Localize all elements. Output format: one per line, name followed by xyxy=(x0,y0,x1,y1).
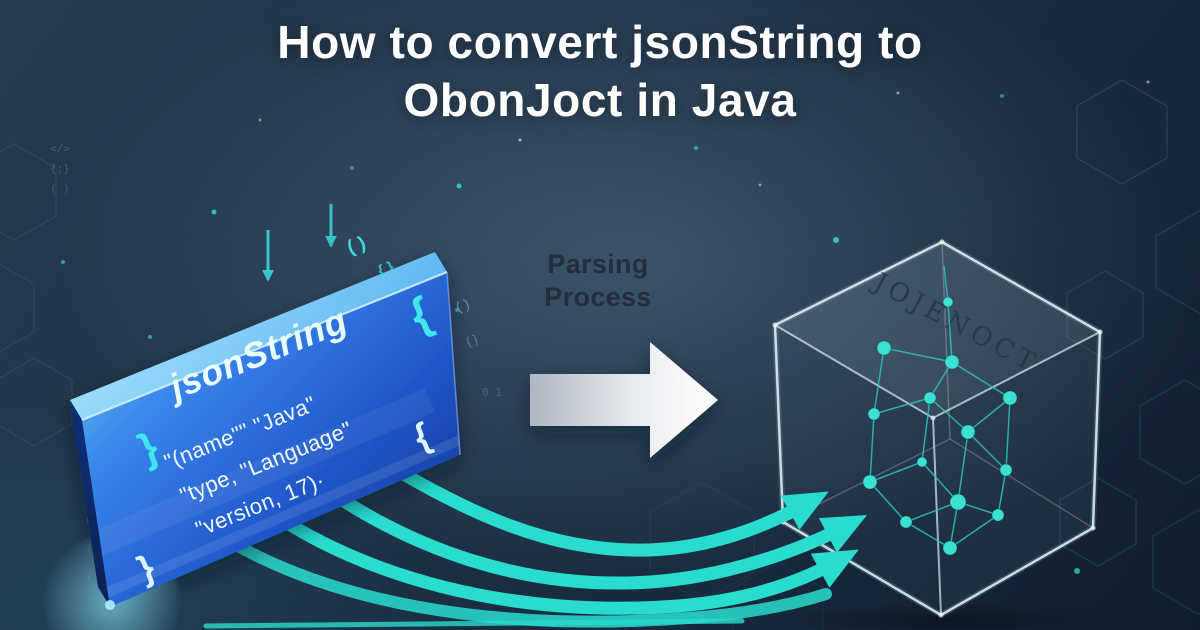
graph-node xyxy=(944,354,960,370)
bg-glyph: 0 1 xyxy=(482,386,502,399)
graph-node xyxy=(1002,390,1018,406)
cube-front-edges xyxy=(774,324,1101,616)
graph-node xyxy=(942,540,958,556)
particle-dots xyxy=(61,80,1150,574)
flow-baseline xyxy=(203,618,745,629)
brace-glyph: { } xyxy=(376,258,397,279)
title-line-2: ObonJoct in Java xyxy=(403,73,797,126)
bg-glyph: {;} xyxy=(50,162,70,175)
box-side-face xyxy=(70,400,110,607)
hexagon-icon xyxy=(0,143,57,241)
graph-node xyxy=(960,424,976,440)
graph-node xyxy=(867,407,881,421)
hexagon-icon xyxy=(1152,509,1200,615)
hexagon-icon xyxy=(1066,270,1144,360)
graph-edges xyxy=(869,265,1011,549)
paren-glyph-faint: ( ) xyxy=(454,295,472,315)
graph-node xyxy=(862,474,878,490)
bg-glyph: ( ) xyxy=(50,182,70,195)
node-graph xyxy=(862,265,1018,556)
process-line-2: Process xyxy=(544,281,652,312)
brace-glyph-faint: { } xyxy=(464,332,479,349)
graph-node xyxy=(876,340,892,356)
hexagon-icon xyxy=(0,357,73,447)
graph-node xyxy=(991,508,1005,522)
hex-pattern-right xyxy=(1059,79,1200,615)
cube-left-face xyxy=(775,325,941,615)
box-sheen xyxy=(82,388,460,605)
hexagon-icon xyxy=(732,561,824,630)
cube-right-face xyxy=(933,332,1100,615)
hex-pattern-left xyxy=(0,143,73,447)
box-top-face xyxy=(70,252,447,420)
flow-arrow xyxy=(295,465,868,590)
graph-node xyxy=(999,463,1013,477)
graph-node xyxy=(949,493,967,511)
hexagon-icon xyxy=(1155,209,1200,315)
box-corner-dot xyxy=(105,600,115,610)
hexagon-icon xyxy=(1139,379,1200,485)
box-edge-right xyxy=(446,271,461,456)
graph-nodes xyxy=(862,296,1018,556)
box-edge-highlight xyxy=(81,270,448,422)
hexagon-icon xyxy=(1076,79,1168,185)
flow-arrow xyxy=(365,448,829,557)
graph-node xyxy=(899,515,913,529)
parsing-process-label: Parsing Process xyxy=(517,248,679,314)
box-decorations: ( ) { } ( ) { } xyxy=(262,204,480,349)
page-title: How to convert jsonString to ObonJoct in… xyxy=(0,14,1200,130)
graph-node xyxy=(916,456,928,468)
data-flow-arrows xyxy=(190,448,868,629)
hexagon-icon xyxy=(0,263,35,353)
bg-glyph: </> xyxy=(50,142,70,155)
object-cube: JOJENOCT xyxy=(771,238,1116,630)
graph-node xyxy=(923,391,937,405)
flow-arrow xyxy=(233,483,859,615)
title-line-1: How to convert jsonString to xyxy=(277,16,923,68)
hexagon-icon xyxy=(1059,477,1137,567)
jsonstring-box: jsonString "(name"" "Java" "type, "Langu… xyxy=(42,252,461,630)
paren-glyph: ( ) xyxy=(345,233,369,259)
graph-node xyxy=(942,296,954,308)
process-line-1: Parsing xyxy=(547,249,649,279)
parsing-arrow-icon xyxy=(530,342,718,458)
cube-ground-shadow xyxy=(780,603,1116,630)
